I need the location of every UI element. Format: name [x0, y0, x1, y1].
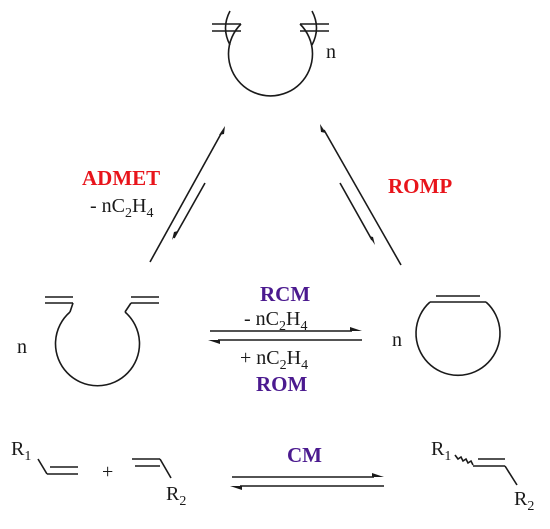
cm-product — [454, 454, 518, 486]
rcm-arrowhead — [350, 327, 362, 331]
admet-loss-label: - nC2H4 — [90, 195, 153, 221]
polymer-bracket-right — [311, 10, 318, 46]
admet-arrow-forward — [149, 131, 223, 263]
diene-bond-left — [69, 302, 74, 313]
product-wavy-bond — [454, 454, 474, 466]
cm-arrowhead-forward — [372, 473, 384, 477]
cyclic-olefin-structure — [415, 295, 501, 377]
rcm-loss-label: - nC2H4 — [244, 308, 307, 334]
diene-structure — [45, 296, 159, 387]
admet-arrowhead-forward — [219, 126, 225, 135]
diene-n: n — [17, 336, 27, 358]
plus-sign: + — [102, 461, 113, 483]
cm-arrowhead-reverse — [230, 486, 242, 490]
rom-arrowhead — [208, 340, 220, 344]
rcm-rom-arrows — [208, 327, 362, 344]
romp-arrowhead-reverse — [369, 236, 375, 245]
r1-reactant-label: R1 — [11, 438, 31, 464]
admet-label: ADMET — [82, 166, 160, 190]
diene-bond-right — [124, 302, 132, 313]
r2-product-label: R2 — [514, 488, 534, 514]
cm-reactant-1 — [37, 458, 78, 475]
cyclic-arc — [415, 301, 501, 377]
cm-label: CM — [287, 443, 322, 467]
polymer-bracket-left — [224, 10, 231, 46]
cm-arrows — [230, 473, 384, 490]
product-r2-bond — [504, 465, 518, 486]
cm-reactant-2 — [132, 458, 172, 479]
polymer-arc — [227, 23, 314, 97]
admet-arrows — [149, 126, 225, 263]
polymer-structure: n — [212, 10, 336, 97]
r1-bond — [37, 458, 48, 475]
r2-bond — [159, 458, 172, 479]
romp-arrows — [320, 124, 402, 266]
admet-arrow-reverse — [173, 182, 206, 239]
polymer-n: n — [326, 41, 336, 63]
romp-arrow-reverse — [339, 182, 373, 241]
r2-reactant-label: R2 — [166, 483, 186, 509]
rom-label: ROM — [256, 372, 308, 396]
admet-arrowhead-reverse — [172, 231, 178, 240]
romp-arrow-forward — [323, 129, 402, 266]
cyclic-n: n — [392, 329, 402, 351]
rcm-label: RCM — [260, 282, 310, 306]
romp-arrowhead-forward — [320, 124, 326, 133]
diene-arc — [54, 311, 141, 387]
rom-gain-label: + nC2H4 — [240, 347, 308, 373]
romp-label: ROMP — [388, 174, 452, 198]
r1-product-label: R1 — [431, 438, 451, 464]
